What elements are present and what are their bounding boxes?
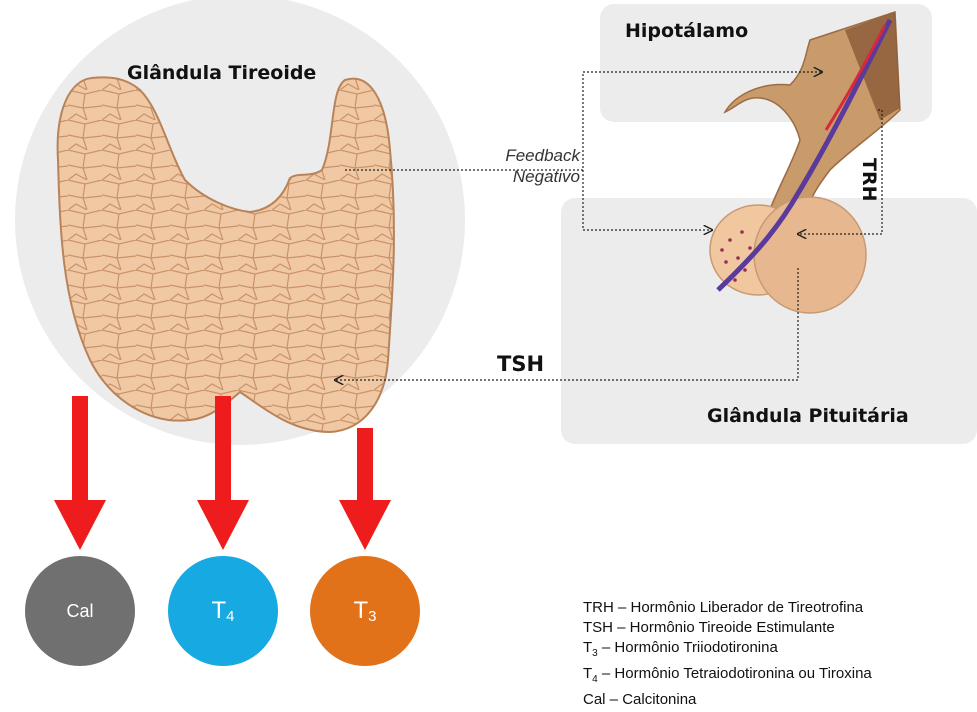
legend-item-trh: TRH – Hormônio Liberador de Tireotrofina bbox=[583, 598, 872, 618]
red-arrow-cal bbox=[54, 396, 106, 550]
legend-item-cal: Cal – Calcitonina bbox=[583, 690, 872, 710]
tsh-label: TSH bbox=[497, 352, 544, 376]
pituitary-title: Glândula Pituitária bbox=[707, 405, 909, 427]
t3-subscript: 3 bbox=[368, 608, 376, 625]
legend-item-t4: T4 – Hormônio Tetraiodotironina ou Tirox… bbox=[583, 664, 872, 690]
legend-item-tsh: TSH – Hormônio Tireoide Estimulante bbox=[583, 618, 872, 638]
cal-text: Cal bbox=[66, 601, 93, 622]
legend: TRH – Hormônio Liberador de Tireotrofina… bbox=[583, 598, 872, 710]
feedback-line2: Negativo bbox=[470, 166, 580, 187]
trh-label: TRH bbox=[858, 158, 880, 202]
t4-subscript: 4 bbox=[226, 608, 234, 625]
feedback-line1: Feedback bbox=[470, 145, 580, 166]
t3-text: T bbox=[353, 597, 368, 625]
hypothalamus-title: Hipotálamo bbox=[625, 20, 748, 42]
red-arrow-t3 bbox=[339, 428, 391, 550]
t4-text: T bbox=[211, 597, 226, 625]
feedback-label: Feedback Negativo bbox=[470, 145, 580, 187]
cal-label: Cal bbox=[25, 556, 135, 666]
thyroid-title: Glândula Tireoide bbox=[127, 62, 316, 84]
legend-item-t3: T3 – Hormônio Triiodotironina bbox=[583, 638, 872, 664]
